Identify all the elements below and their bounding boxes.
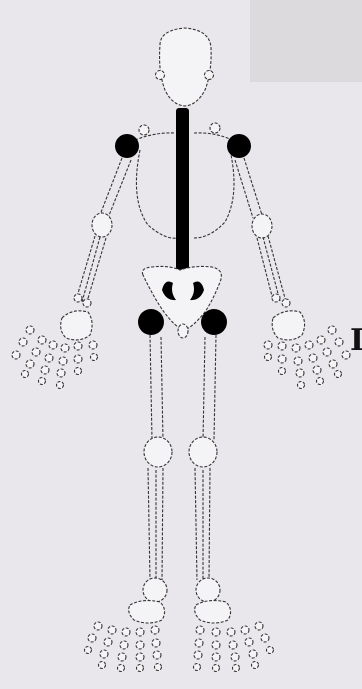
skull (156, 28, 214, 106)
left-leg (143, 335, 172, 602)
left-arm (74, 158, 131, 307)
spine (176, 108, 189, 270)
right-hand (264, 311, 350, 389)
right-leg (189, 335, 220, 602)
left-hand (12, 311, 98, 389)
left-foot (85, 601, 165, 672)
right-arm (235, 158, 290, 307)
right-foot (194, 601, 274, 672)
